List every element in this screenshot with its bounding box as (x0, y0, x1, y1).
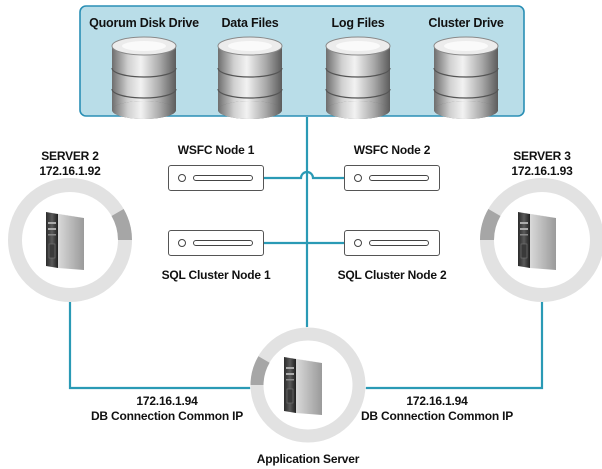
database-icon (325, 36, 391, 120)
power-led-icon (354, 239, 362, 247)
wsfc-node-1-label: WSFC Node 1 (177, 143, 255, 157)
server3-ip: 172.16.1.93 (511, 164, 573, 178)
drive-slot-icon (369, 175, 429, 181)
server2-name: SERVER 2 (41, 149, 99, 163)
database-icon (433, 36, 499, 120)
power-led-icon (354, 174, 362, 182)
server2-ip: 172.16.1.92 (39, 164, 101, 178)
drive-slot-icon (369, 240, 429, 246)
database-icon (111, 36, 177, 120)
sql-node-2-label: SQL Cluster Node 2 (337, 268, 447, 282)
left-connection-ip: 172.16.1.94 (136, 394, 198, 408)
app-server-node[interactable] (250, 327, 366, 443)
right-connection-ip: 172.16.1.94 (406, 394, 468, 408)
server2-node[interactable] (8, 178, 132, 302)
wsfc-node-2-box[interactable] (344, 165, 440, 191)
left-connection-label: DB Connection Common IP (90, 409, 244, 423)
drive-slot-icon (193, 175, 253, 181)
storage-label-log: Log Files (331, 16, 385, 30)
sql-node-2-box[interactable] (344, 230, 440, 256)
storage-label-cluster: Cluster Drive (428, 16, 504, 30)
storage-label-quorum: Quorum Disk Drive (89, 16, 199, 30)
server3-node[interactable] (480, 178, 602, 302)
storage-panel (79, 5, 525, 117)
computer-icon (517, 211, 557, 271)
drive-slot-icon (193, 240, 253, 246)
wsfc-node-2-label: WSFC Node 2 (353, 143, 431, 157)
sql-node-1-label: SQL Cluster Node 1 (161, 268, 271, 282)
sql-node-1-box[interactable] (168, 230, 264, 256)
server3-name: SERVER 3 (513, 149, 571, 163)
power-led-icon (178, 239, 186, 247)
wsfc-node-1-box[interactable] (168, 165, 264, 191)
computer-icon (45, 211, 85, 271)
right-connection-label: DB Connection Common IP (360, 409, 514, 423)
computer-icon (283, 356, 323, 416)
storage-label-data: Data Files (221, 16, 279, 30)
app-server-name: Application Server (256, 452, 360, 466)
database-icon (217, 36, 283, 120)
power-led-icon (178, 174, 186, 182)
network-links (68, 117, 544, 390)
